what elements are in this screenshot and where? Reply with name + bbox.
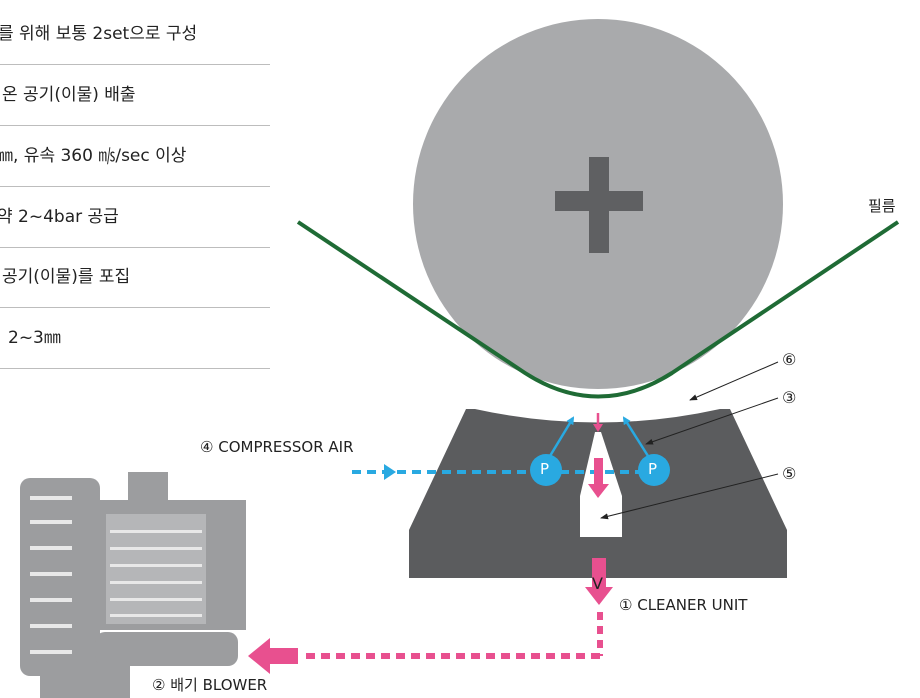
suction-arrow-top-head bbox=[593, 424, 603, 432]
table-row: 온 공기(이물) 배출 bbox=[0, 65, 270, 126]
exhaust-arrow-left-body bbox=[268, 648, 298, 664]
blower-label: ② 배기 BLOWER bbox=[152, 676, 268, 694]
film-label: 필름 bbox=[868, 197, 896, 215]
blower bbox=[20, 472, 246, 698]
exhaust-arrow-left-head bbox=[248, 638, 270, 674]
leader-line-6 bbox=[689, 361, 779, 401]
compressor-air-arrowhead bbox=[384, 464, 396, 480]
table-cell: 2~3㎜ bbox=[8, 328, 61, 348]
table-cell: ㎜, 유속 360 ㎧/sec 이상 bbox=[0, 146, 187, 166]
table-row: 공기(이물)를 포집 bbox=[0, 247, 270, 308]
cleaner-unit-label: ① CLEANER UNIT bbox=[619, 596, 748, 614]
pressure-circle-left bbox=[530, 454, 562, 486]
table-row: ㎜, 유속 360 ㎧/sec 이상 bbox=[0, 126, 270, 187]
table-cell: 온 공기(이물) 배출 bbox=[2, 85, 136, 105]
table-cell: 공기(이물)를 포집 bbox=[2, 267, 131, 287]
suction-arrow-body bbox=[594, 458, 603, 486]
table-row: 약 2~4bar 공급 bbox=[0, 187, 270, 248]
table-row: 2~3㎜ bbox=[0, 308, 270, 369]
callout-5: ⑤ bbox=[782, 464, 797, 483]
callout-3: ③ bbox=[782, 388, 797, 407]
exhaust-arrow-head bbox=[585, 587, 613, 605]
pressure-circle-right bbox=[638, 454, 670, 486]
pressure-label-left: P bbox=[540, 460, 550, 478]
table-row: 를 위해 보통 2set으로 구성 bbox=[0, 4, 270, 65]
callout-6: ⑥ bbox=[782, 350, 797, 369]
table-cell: 를 위해 보통 2set으로 구성 bbox=[0, 24, 198, 44]
air-jet-arrow-right bbox=[622, 416, 650, 457]
compressor-air-label: ④ COMPRESSOR AIR bbox=[200, 438, 354, 456]
pressure-label-right: P bbox=[648, 460, 658, 478]
leader-line-3 bbox=[645, 397, 779, 445]
suction-arrow-head bbox=[588, 484, 609, 498]
exhaust-arrow-body bbox=[592, 558, 606, 588]
film bbox=[296, 220, 900, 399]
roller-cross-vertical bbox=[589, 157, 609, 253]
table-cell: 약 2~4bar 공급 bbox=[0, 207, 119, 227]
leader-line-5 bbox=[600, 473, 779, 520]
velocity-label: V bbox=[592, 574, 603, 593]
air-jet-arrow-left bbox=[548, 416, 575, 457]
